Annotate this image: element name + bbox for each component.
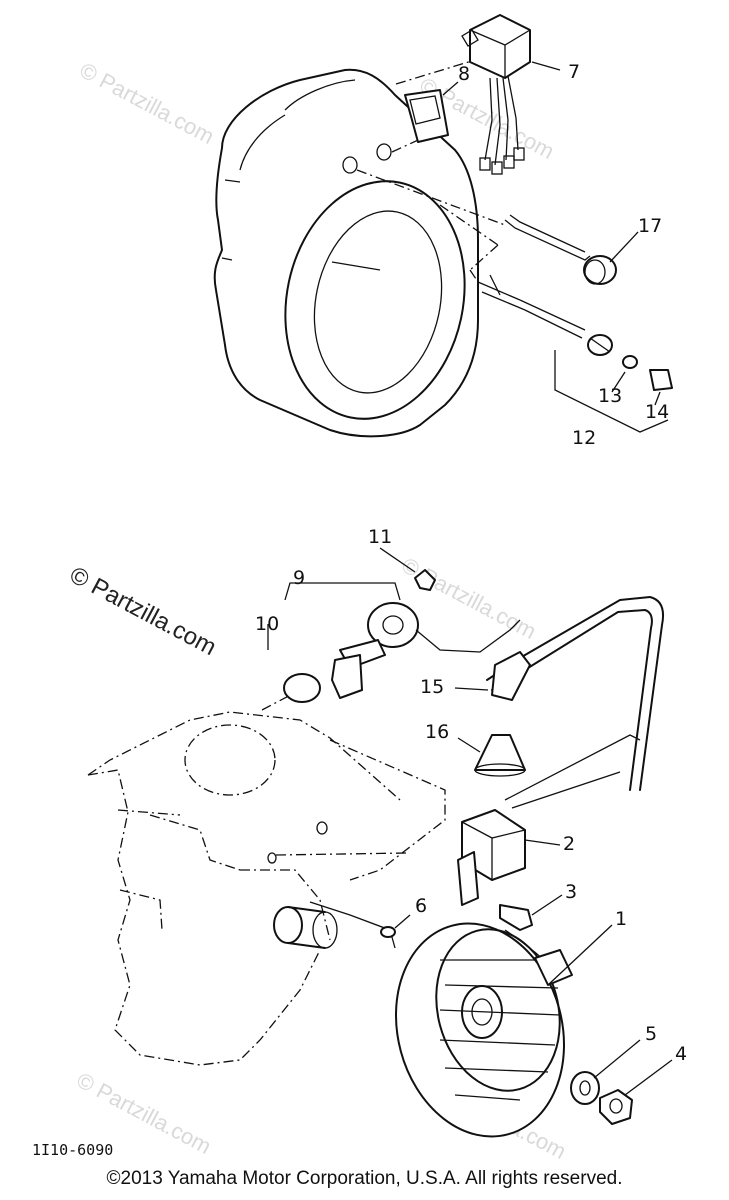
- part-3-bolt: [499, 894, 563, 931]
- callout-5: 5: [645, 1023, 657, 1045]
- callout-3: 3: [565, 881, 577, 903]
- callout-9: 9: [293, 567, 305, 589]
- crankcase-drawing: [87, 689, 446, 1066]
- part-8-bracket: [404, 81, 459, 143]
- diagram-code: 1I10-6090: [32, 1141, 113, 1159]
- part-11-screw: [379, 547, 436, 591]
- callout-16: 16: [425, 721, 449, 743]
- callout-15: 15: [420, 676, 444, 698]
- callout-8: 8: [458, 63, 470, 85]
- part-5-washer: [570, 1039, 641, 1105]
- part-17-cap: [504, 214, 639, 285]
- part-16-plug-cover: [457, 734, 526, 777]
- callout-13: 13: [598, 385, 622, 407]
- part-12-switch-assembly: [477, 274, 673, 433]
- callout-11: 11: [368, 526, 392, 548]
- callout-6: 6: [415, 895, 427, 917]
- watermark-1: © Partzilla.com: [76, 57, 219, 149]
- callout-1: 1: [615, 908, 627, 930]
- part-1-flywheel: [395, 922, 613, 1138]
- callout-7: 7: [568, 61, 580, 83]
- callout-4: 4: [675, 1043, 687, 1065]
- callout-14: 14: [645, 401, 669, 423]
- part-4-nut: [599, 1059, 673, 1125]
- part-7-switch-unit: [461, 14, 561, 175]
- copyright-line: ©2013 Yamaha Motor Corporation, U.S.A. A…: [106, 1168, 623, 1189]
- callout-12: 12: [572, 427, 596, 449]
- watermark-3: © Partzilla.com: [398, 552, 541, 644]
- fan-housing-drawing: [213, 59, 506, 438]
- callout-labels: 7 8 17 13 14 12 11 9 10 15 16 2 3 6 1 5 …: [255, 61, 687, 1065]
- callout-17: 17: [638, 215, 662, 237]
- part-2-ignition-coil: [457, 734, 641, 906]
- part-15-plug-cap: [454, 596, 665, 791]
- callout-10: 10: [255, 613, 279, 635]
- part-9-pulser-coil: [267, 582, 521, 703]
- part-6-key: [380, 914, 411, 938]
- watermark-main: © Partzilla.com: [65, 561, 220, 661]
- callout-2: 2: [563, 833, 575, 855]
